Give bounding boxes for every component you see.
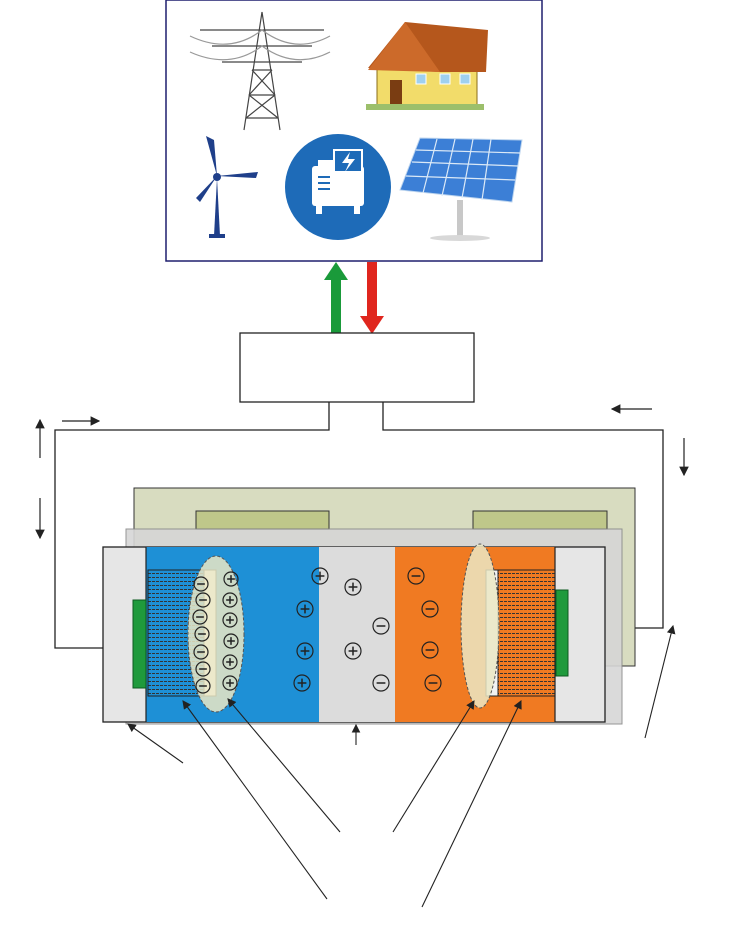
anion-icon	[192, 609, 208, 625]
anion-icon	[195, 678, 211, 694]
anion-icon	[372, 617, 390, 635]
cation-icon	[311, 567, 329, 585]
left-current-collector	[132, 599, 147, 689]
right-current-collector	[555, 589, 569, 677]
cation-icon	[296, 642, 314, 660]
right-double-layer	[460, 543, 500, 709]
anion-icon	[195, 661, 211, 677]
cell-body	[102, 543, 606, 723]
anion-icon	[421, 641, 439, 659]
converter-box	[239, 332, 475, 403]
cation-icon	[222, 592, 238, 608]
ion-layer	[192, 567, 442, 694]
charge-arrow	[324, 262, 348, 334]
anion-icon	[372, 674, 390, 692]
application-panel	[165, 0, 543, 262]
anion-icon	[424, 674, 442, 692]
anion-icon	[407, 567, 425, 585]
wind-turbine-icon	[196, 136, 258, 238]
cation-icon	[222, 675, 238, 691]
power-pylon-icon	[189, 11, 331, 131]
cation-icon	[222, 654, 238, 670]
cation-icon	[344, 642, 362, 660]
cation-icon	[223, 571, 239, 587]
solar-panel-icon	[399, 137, 523, 241]
cation-icon	[222, 612, 238, 628]
anion-icon	[193, 576, 209, 592]
current-direction-arrows	[35, 404, 689, 540]
cation-icon	[344, 578, 362, 596]
cation-icon	[223, 633, 239, 649]
anion-icon	[195, 592, 211, 608]
discharge-arrow	[360, 262, 384, 334]
anion-icon	[421, 600, 439, 618]
cation-icon	[296, 600, 314, 618]
separator	[319, 547, 395, 722]
generator-icon	[285, 134, 391, 240]
anion-icon	[194, 626, 210, 642]
house-icon	[366, 22, 488, 110]
callout-lines	[127, 624, 676, 908]
cation-icon	[293, 674, 311, 692]
anion-icon	[193, 644, 209, 660]
left-double-layer	[187, 555, 245, 713]
